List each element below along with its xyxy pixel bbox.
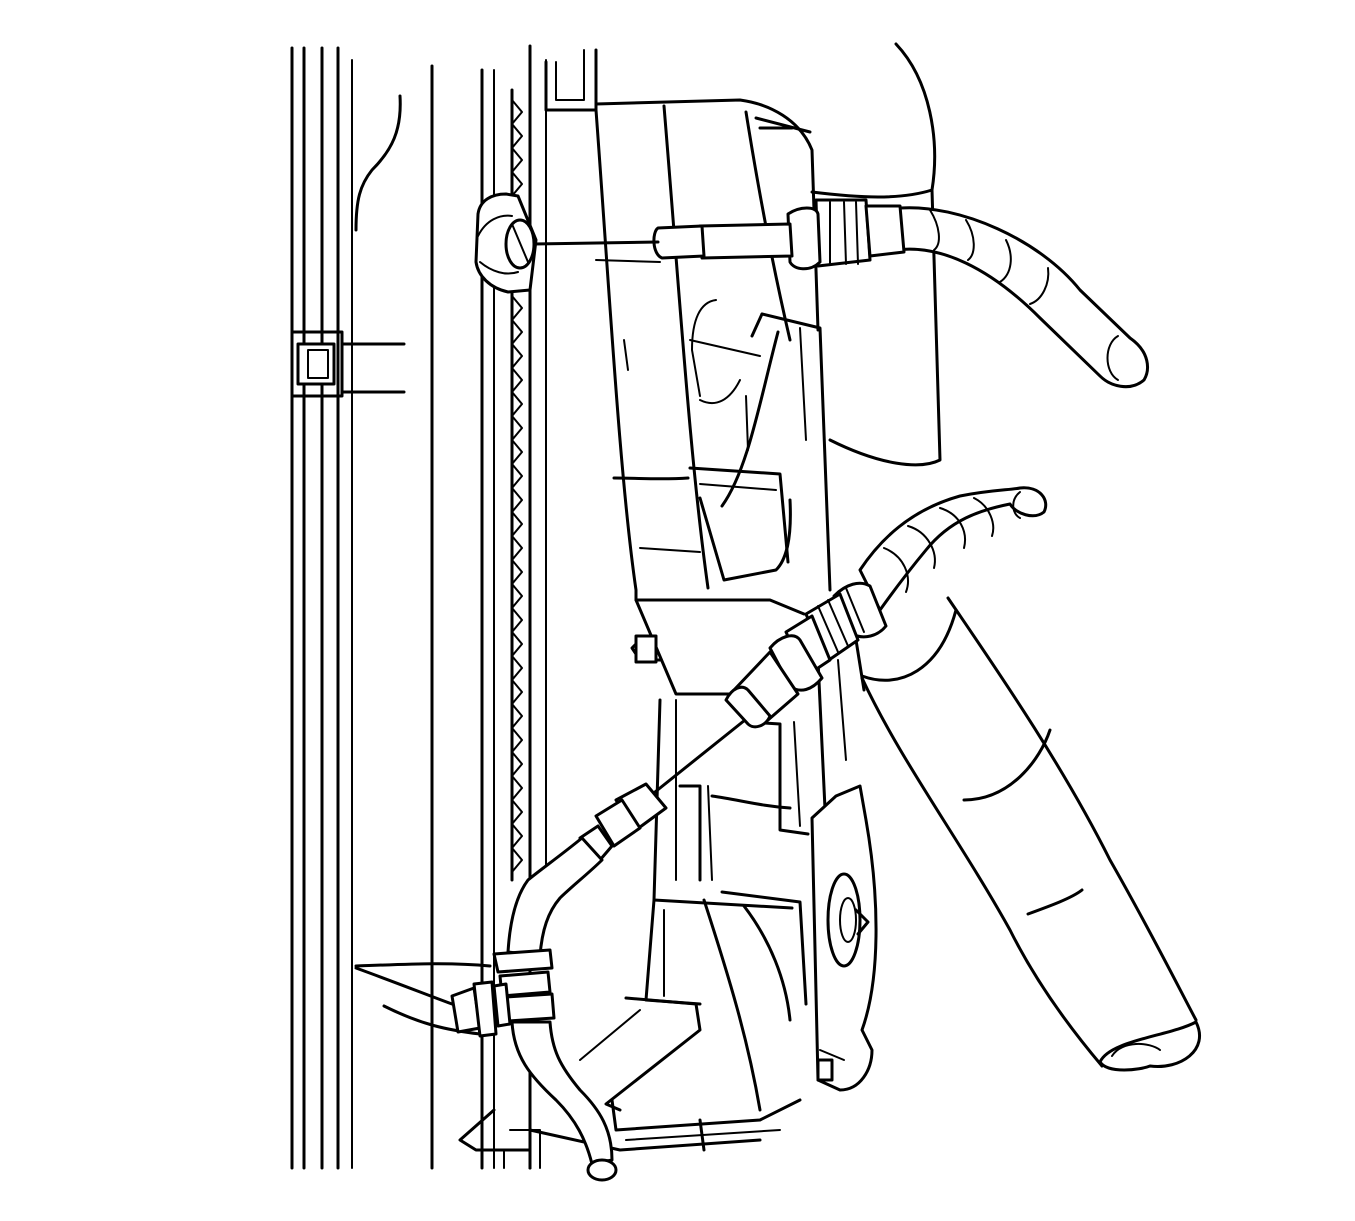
fan-motor-hub (810, 784, 878, 1092)
upper-cooler-fitting (532, 198, 906, 271)
radiator-inlet-hose (810, 42, 1201, 1072)
lower-cooler-fitting (724, 581, 888, 729)
line-clip (474, 192, 538, 294)
lower-cooler-line (354, 486, 1048, 1182)
upper-cooler-line (894, 206, 1149, 389)
